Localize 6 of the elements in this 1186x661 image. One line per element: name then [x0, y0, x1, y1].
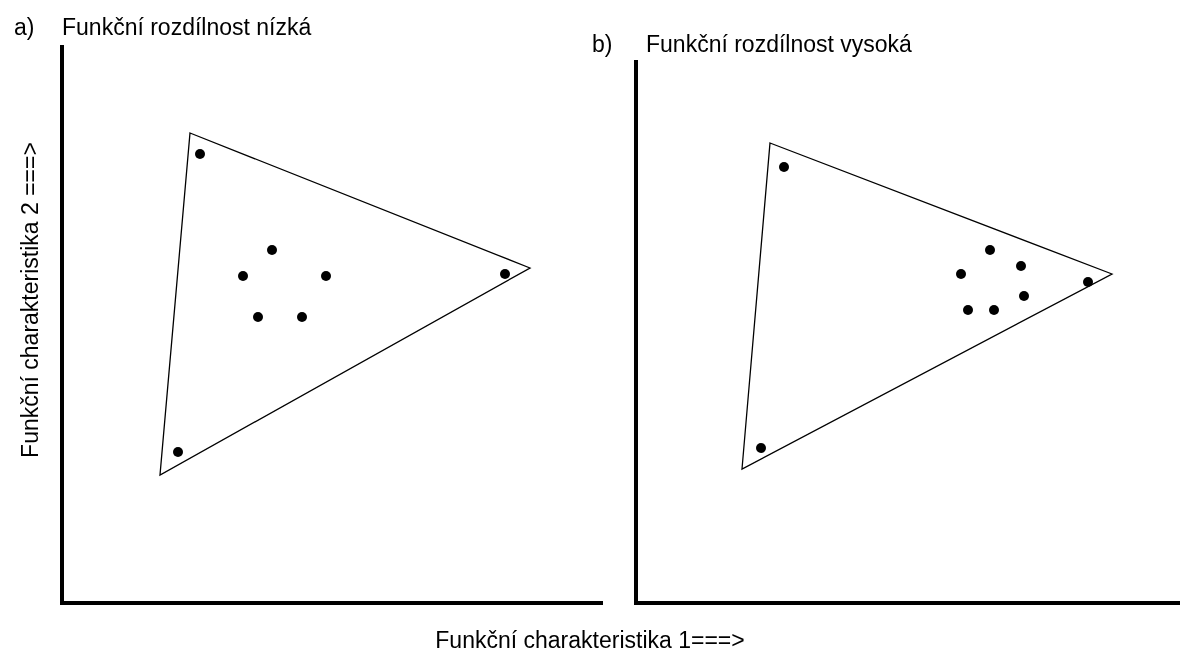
- panel-title: Funkční rozdílnost nízká: [62, 16, 312, 39]
- axis-title: Funkční charakteristika 1===>: [435, 628, 745, 652]
- panel-letter: b): [592, 33, 613, 56]
- panel-title: Funkční rozdílnost vysoká: [646, 33, 912, 56]
- panel-letter: a): [14, 16, 35, 39]
- axis-title: Funkční charakteristika 2 ===>: [18, 142, 42, 458]
